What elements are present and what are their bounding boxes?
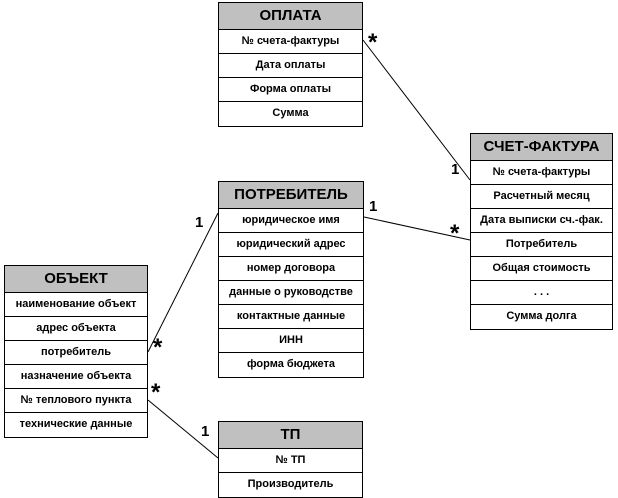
field-row: юридическое имя	[219, 209, 363, 233]
field-row: потребитель	[5, 341, 147, 365]
field-row: . . .	[471, 281, 612, 305]
entity-oplata: ОПЛАТА № счета-фактуры Дата оплаты Форма…	[218, 2, 363, 127]
field-row: технические данные	[19, 418, 133, 430]
field-row: форма бюджета	[246, 358, 336, 370]
entity-schet-faktura: СЧЕТ-ФАКТУРА № счета-фактуры Расчетный м…	[470, 133, 613, 330]
field-row: ИНН	[219, 329, 363, 353]
entity-title: СЧЕТ-ФАКТУРА	[471, 134, 612, 161]
link-potreb-obekt	[147, 212, 219, 353]
entity-title: ОБЪЕКТ	[5, 266, 147, 293]
link-potreb-schet	[363, 216, 471, 241]
field-row: № счета-фактуры	[219, 30, 362, 54]
field-row: Форма оплаты	[219, 78, 362, 102]
entity-title: ПОТРЕБИТЕЛЬ	[219, 182, 363, 209]
field-row: Сумма долга	[506, 310, 577, 322]
entity-title: ТП	[219, 422, 362, 449]
multiplicity-obekt-tp-many: *	[151, 379, 161, 406]
field-row: Общая стоимость	[471, 257, 612, 281]
field-row: юридический адрес	[219, 233, 363, 257]
field-row: Потребитель	[471, 233, 612, 257]
field-row: Дата выписки сч.-фак.	[471, 209, 612, 233]
multiplicity-schet-one: 1	[451, 161, 460, 178]
field-row: адрес объекта	[5, 317, 147, 341]
entity-obekt: ОБЪЕКТ наименование объект адрес объекта…	[4, 265, 148, 438]
entity-title: ОПЛАТА	[219, 3, 362, 30]
entity-tp: ТП № ТП Производитель	[218, 421, 363, 498]
field-row: № счета-фактуры	[471, 161, 612, 185]
field-row: Расчетный месяц	[471, 185, 612, 209]
multiplicity-oplata-many: *	[368, 29, 378, 56]
entity-potrebitel: ПОТРЕБИТЕЛЬ юридическое имя юридический …	[218, 181, 364, 378]
field-row: контактные данные	[219, 305, 363, 329]
field-row: номер договора	[219, 257, 363, 281]
multiplicity-schet-many: *	[450, 220, 460, 247]
field-row: назначение объекта	[5, 365, 147, 389]
field-row: Производитель	[247, 478, 334, 490]
field-row: Сумма	[272, 107, 309, 119]
multiplicity-potreb-one: 1	[369, 198, 378, 215]
field-row: данные о руководстве	[219, 281, 363, 305]
multiplicity-tp-one: 1	[201, 423, 210, 440]
field-row: Дата оплаты	[219, 54, 362, 78]
link-obekt-tp	[147, 399, 219, 459]
multiplicity-potreb-obekt-one: 1	[195, 214, 204, 231]
field-row: № ТП	[219, 449, 362, 473]
field-row: наименование объект	[5, 293, 147, 317]
multiplicity-obekt-many: *	[153, 334, 163, 361]
link-oplata-schet	[362, 39, 471, 181]
field-row: № теплового пункта	[5, 389, 147, 413]
